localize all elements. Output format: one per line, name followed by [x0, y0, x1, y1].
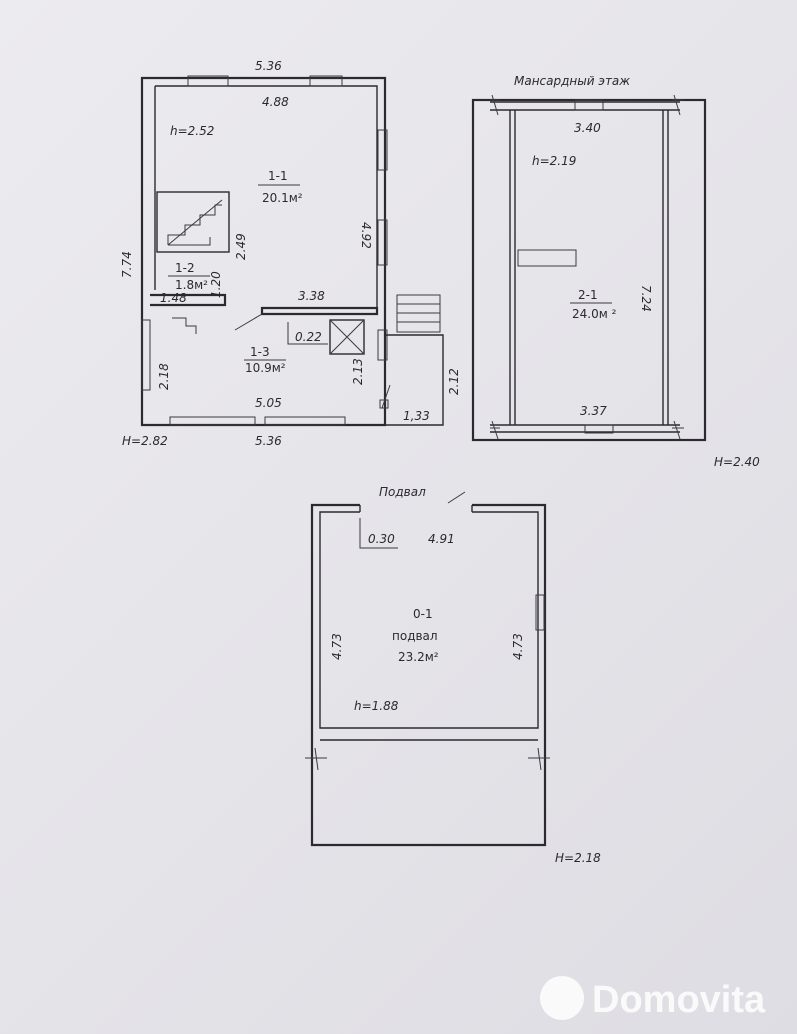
- dim-label: 2.12: [447, 368, 461, 395]
- staircase: [156, 191, 230, 253]
- wall-ticks: [490, 94, 684, 440]
- window: [377, 329, 388, 361]
- attic-plan: Мансардный этаж 3.40 h=2.19 2-1 24.0м ² …: [471, 74, 760, 469]
- room-id-label: 1-2: [175, 261, 195, 275]
- dim-label: 0.22: [295, 330, 322, 344]
- dim-leader: [359, 518, 398, 549]
- entrance-door: [447, 491, 466, 504]
- attic-outer-wall: [471, 98, 707, 442]
- room-id-label: 0-1: [413, 607, 433, 621]
- basement-outer-wall: [310, 503, 547, 847]
- window: [574, 99, 604, 111]
- dim-label: 5.36: [255, 59, 282, 73]
- dim-label: 7.24: [639, 285, 653, 312]
- window: [377, 129, 388, 171]
- attic-gable-wall: [490, 101, 680, 433]
- room-id-label: 2-1: [578, 288, 598, 302]
- wall-ticks: [305, 747, 550, 771]
- building-height-label: H=2.40: [714, 455, 760, 469]
- chimney-cross: [329, 319, 365, 355]
- dim-label: 3.40: [574, 121, 601, 135]
- room-area-label: 20.1м²: [262, 191, 303, 205]
- room-height-label: h=1.88: [354, 699, 399, 713]
- dim-label: 7.74: [120, 251, 134, 278]
- domovita-watermark: Domovita: [540, 976, 766, 1021]
- watermark-logo-icon: [540, 976, 584, 1020]
- chimney: [329, 319, 365, 355]
- dim-label: 4.73: [511, 633, 525, 660]
- dim-label: 3.38: [298, 289, 325, 303]
- room-area-label: 24.0м ²: [572, 307, 617, 321]
- dim-label: 3.37: [580, 404, 607, 418]
- window: [187, 75, 229, 87]
- room-area-label: 10.9м²: [245, 361, 286, 375]
- room-area-label: 1.8м²: [175, 278, 208, 292]
- room-name-label: подвал: [392, 629, 438, 643]
- entrance-post: [379, 399, 389, 409]
- dim-label: 4.92: [359, 222, 373, 249]
- room-height-label: h=2.52: [170, 124, 214, 138]
- dim-label: 4.73: [330, 633, 344, 660]
- dim-label: 2.49: [234, 233, 248, 260]
- dim-label: 5.36: [255, 434, 282, 448]
- basement-plan: Подвал 0.30 4.91 0-1 подвал 23.2м² 4.73 …: [305, 485, 601, 865]
- window: [264, 416, 346, 426]
- building-height-label: H=2.82: [122, 434, 168, 448]
- floor-1-outer-wall: [140, 76, 387, 427]
- stair-steps: [167, 199, 223, 246]
- watermark-text: Domovita: [592, 979, 766, 1021]
- dim-label: 1.48: [160, 291, 187, 305]
- room-height-label: h=2.19: [532, 154, 576, 168]
- partition-wall: [260, 306, 379, 316]
- attic-title: Мансардный этаж: [514, 74, 630, 88]
- dim-label: 5.05: [255, 396, 282, 410]
- dim-label: 1.20: [209, 271, 223, 298]
- floor-1-inner-wall: [154, 85, 378, 310]
- dim-label: 4.91: [428, 532, 455, 546]
- dim-label: 2.13: [351, 358, 365, 385]
- window: [169, 416, 256, 426]
- dim-label: 0.30: [368, 532, 395, 546]
- basement-inner-wall: [319, 505, 539, 729]
- porch-outline: [385, 334, 444, 426]
- dim-label: 4.88: [262, 95, 289, 109]
- door-swing: [234, 313, 263, 331]
- room-id-label: 1-3: [250, 345, 270, 359]
- partition-wall: [150, 293, 227, 307]
- window: [377, 219, 388, 266]
- floor-1-plan: 5.36 4.88 h=2.52 7.74 1-1 20.1м² 4.92 2.…: [120, 59, 461, 448]
- porch-steps: [396, 294, 441, 333]
- dim-label: 1,33: [403, 409, 430, 423]
- entrance-door: [381, 384, 391, 409]
- stair-opening: [517, 249, 577, 267]
- basement-title: Подвал: [379, 485, 426, 499]
- window: [535, 594, 545, 631]
- basement-hatch-stairs: [172, 317, 197, 334]
- building-height-label: H=2.18: [555, 851, 601, 865]
- dim-label: 2.18: [157, 363, 171, 390]
- dim-leader: [287, 322, 328, 345]
- window: [141, 319, 151, 391]
- room-area-label: 23.2м²: [398, 650, 439, 664]
- room-id-label: 1-1: [268, 169, 288, 183]
- window: [584, 424, 614, 434]
- knee-wall: [509, 110, 669, 425]
- window: [309, 75, 343, 87]
